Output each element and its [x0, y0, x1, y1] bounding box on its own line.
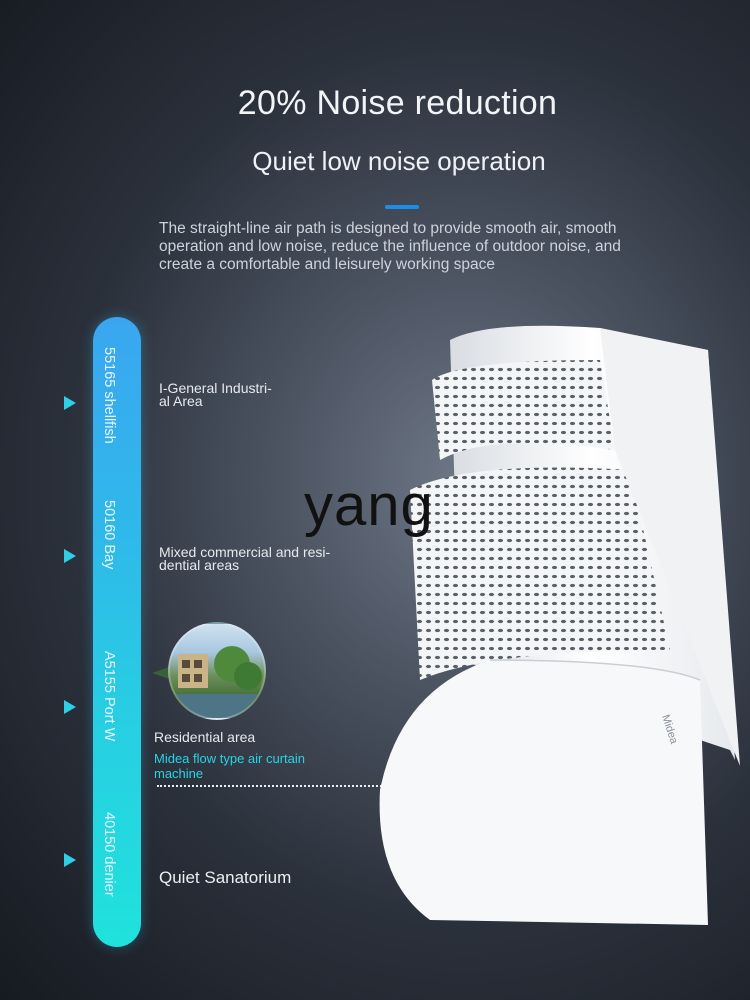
accent-divider: [385, 205, 419, 209]
arrow-right-icon: [64, 549, 76, 563]
area-label-residential: Residential area: [154, 729, 256, 745]
residential-photo-icon: [168, 622, 266, 720]
noise-scale-bar: [93, 317, 141, 947]
scale-label-4: 40150 denier: [101, 812, 117, 897]
air-curtain-product: Midea: [370, 320, 750, 937]
arrow-right-icon: [64, 853, 76, 867]
dotted-guide-line: [157, 785, 433, 787]
arrow-right-icon: [64, 700, 76, 714]
area-label-industrial: I-General Industri- al Area: [159, 380, 272, 409]
area-label-sanatorium: Quiet Sanatorium: [159, 868, 292, 887]
watermark-text: yang: [304, 473, 434, 538]
area-label-commercial: Mixed commercial and resi- dential areas: [159, 544, 331, 573]
description-text: The straight-line air path is designed t…: [159, 220, 621, 273]
scale-label-2: 50160 Bay: [101, 500, 117, 570]
product-name-label: Midea flow type air curtain machine: [154, 751, 306, 781]
residential-photo-pointer: [152, 666, 172, 680]
scale-label-3: A5155 Port W: [101, 651, 117, 742]
scale-label-1: 55165 shellfish: [101, 347, 117, 444]
page-subtitle: Quiet low noise operation: [252, 146, 546, 176]
arrow-right-icon: [64, 396, 76, 410]
page-title: 20% Noise reduction: [237, 84, 558, 122]
